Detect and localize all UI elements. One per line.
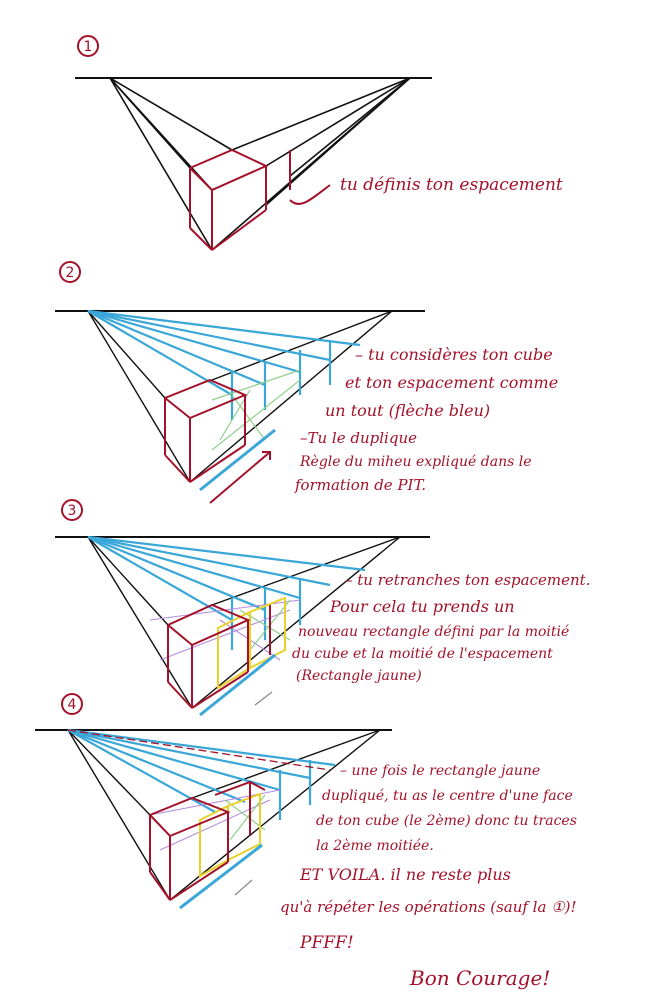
step-1-badge bbox=[77, 35, 99, 57]
step-3-badge bbox=[61, 499, 83, 521]
step-3-note-5: (Rectangle jaune) bbox=[296, 668, 422, 684]
perspective-lines bbox=[67, 729, 381, 901]
step-1-diagram: 1 tu définis ton espacement bbox=[75, 35, 563, 251]
perspective-lines bbox=[87, 310, 393, 483]
step-4-note-3: de ton cube (le 2ème) donc tu traces bbox=[316, 813, 577, 829]
arrow-to-spacing bbox=[289, 184, 331, 205]
blue-guide-lines bbox=[87, 535, 366, 650]
step-4-note-1: – une fois le rectangle jaune bbox=[340, 763, 540, 779]
step-3-diagram: 3 bbox=[55, 499, 590, 717]
grey-arrow bbox=[254, 691, 273, 706]
perspective-lines bbox=[87, 536, 401, 709]
step-2-note-1: – tu considères ton cube bbox=[355, 345, 553, 364]
closing-line-2: qu'à répéter les opérations (sauf la ①)! bbox=[280, 898, 577, 916]
closing-line-4: Bon Courage! bbox=[409, 966, 550, 990]
cube-outline bbox=[189, 148, 291, 251]
blue-arrow bbox=[179, 843, 263, 910]
closing-line-1: ET VOILA. il ne reste plus bbox=[299, 865, 511, 884]
red-dashed-guide bbox=[67, 729, 331, 771]
step-1-number: 1 bbox=[84, 39, 93, 55]
step-2-note-4: –Tu le duplique bbox=[300, 429, 417, 447]
step-4-note-2: dupliqué, tu as le centre d'une face bbox=[322, 788, 573, 804]
step-2-note-3: un tout (flèche bleu) bbox=[325, 401, 490, 420]
step-4-number: 4 bbox=[68, 697, 77, 713]
step-2-note-5: Règle du miheu expliqué dans le bbox=[299, 454, 532, 470]
step-4-diagram: 4 bbox=[35, 693, 577, 910]
step-2-note-2: et ton espacement comme bbox=[345, 373, 558, 392]
step-2-note-6: formation de PIT. bbox=[294, 476, 426, 494]
step-2-diagram: 2 bbox=[55, 261, 558, 504]
step-3-note-4: du cube et la moitié de l'espacement bbox=[292, 646, 553, 662]
step-3-note-1: – tu retranches ton espacement. bbox=[345, 571, 590, 589]
step-2-badge bbox=[59, 261, 81, 283]
grey-arrow bbox=[234, 879, 253, 896]
cube-outline bbox=[164, 378, 248, 483]
step-3-number: 3 bbox=[68, 503, 77, 519]
step-4-badge bbox=[61, 693, 83, 715]
cube-outline bbox=[167, 603, 271, 709]
step-3-note-2: Pour cela tu prends un bbox=[329, 597, 515, 616]
blue-arrow bbox=[199, 653, 276, 717]
step-2-number: 2 bbox=[66, 265, 75, 281]
closing-line-3: PFFF! bbox=[299, 933, 354, 953]
closing-notes: ET VOILA. il ne reste plus qu'à répéter … bbox=[280, 865, 577, 990]
blue-guide-lines bbox=[67, 728, 336, 820]
red-arrow bbox=[209, 451, 271, 504]
blue-arrow bbox=[199, 428, 276, 492]
cube-outline bbox=[149, 780, 266, 901]
step-4-note-4: la 2ème moitiée. bbox=[316, 838, 434, 854]
blue-guide-lines bbox=[87, 309, 361, 420]
step-3-note-3: nouveau rectangle défini par la moitié bbox=[298, 624, 569, 640]
step-1-note: tu définis ton espacement bbox=[340, 175, 563, 195]
